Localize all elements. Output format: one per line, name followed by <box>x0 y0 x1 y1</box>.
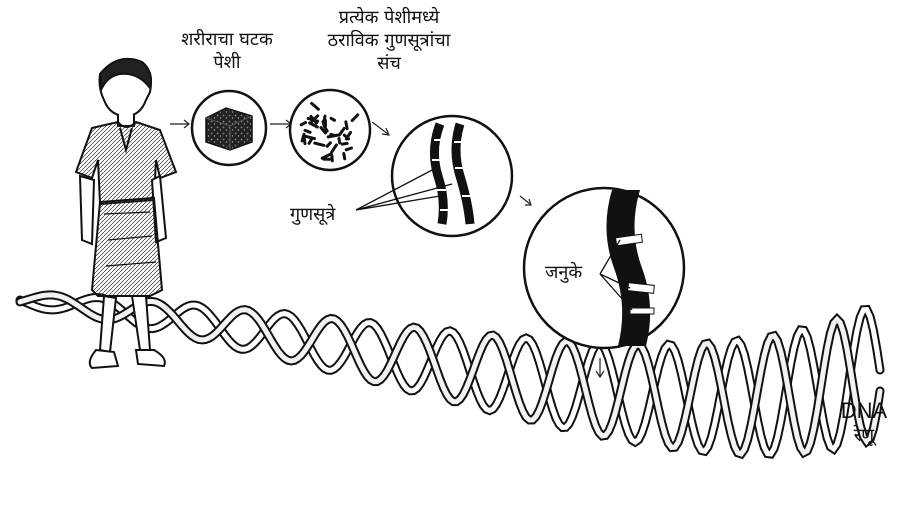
chromosome-set-label-line-2: ठराविक गुणसूत्रांचा <box>300 29 478 52</box>
dna-label: DNA रेणू <box>832 398 896 447</box>
chromosome-set-label-line-1: प्रत्येक पेशीमध्ये <box>300 6 478 29</box>
genes-label: जनुके <box>545 261 582 284</box>
dna-double-helix <box>20 295 880 454</box>
chromosomes-label: गुणसूत्रे <box>290 203 335 226</box>
dna-label-line-2: रेणू <box>832 424 896 447</box>
chromosome-mark <box>305 130 310 132</box>
chromosome-mark <box>331 118 334 120</box>
chromosome-mark <box>342 143 347 144</box>
chromosome-mark <box>301 123 305 125</box>
chromosome-set-label-line-3: संच <box>300 52 478 75</box>
dna-label-line-1: DNA <box>832 398 896 424</box>
cell-block-icon <box>192 91 266 165</box>
cell-label-line-1: शरीराचा घटक <box>168 28 286 51</box>
chromosome-mark <box>323 122 324 126</box>
cell-label: शरीराचा घटक पेशी <box>168 28 286 74</box>
chromosome-pair-icon <box>356 116 512 236</box>
cell-label-line-2: पेशी <box>168 51 286 74</box>
chromosome-mark <box>339 139 340 143</box>
chromosome-mark <box>332 155 333 160</box>
chromosome-mark <box>346 148 351 150</box>
chromosome-cluster-icon <box>290 90 370 170</box>
chromosome-set-label: प्रत्येक पेशीमध्ये ठराविक गुणसूत्रांचा स… <box>300 6 478 75</box>
chromosome-mark <box>302 134 304 141</box>
chromosome-mark <box>344 154 345 159</box>
chromosome-mark <box>331 135 335 136</box>
chromosome-mark <box>346 122 347 129</box>
